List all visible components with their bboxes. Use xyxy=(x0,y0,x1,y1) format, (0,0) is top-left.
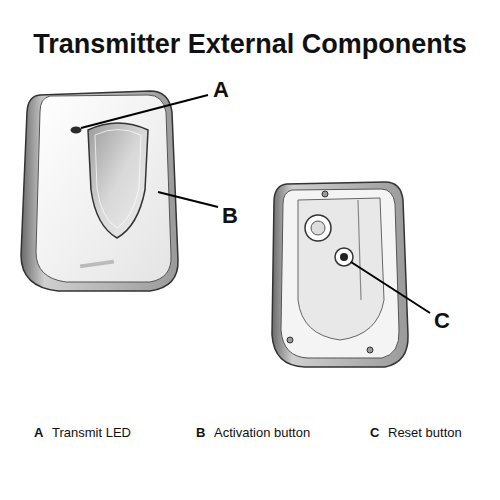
leader-lines xyxy=(81,95,430,313)
part-name: Transmit LED xyxy=(52,426,131,440)
callout-letter: A xyxy=(213,78,229,102)
transmitter-front xyxy=(21,91,178,291)
transmitter-back xyxy=(272,182,408,367)
legend-letter: B xyxy=(196,426,205,440)
legend-letter: C xyxy=(370,426,379,440)
part-name: Reset button xyxy=(388,426,462,440)
transmit-led xyxy=(71,127,82,134)
reset-button-hole xyxy=(335,248,353,266)
part-name: Activation button xyxy=(214,426,310,440)
callout-letter: C xyxy=(434,309,450,333)
legend-letter: A xyxy=(34,426,43,440)
callout-letter: B xyxy=(222,204,238,228)
title: Transmitter External Components xyxy=(33,30,467,60)
